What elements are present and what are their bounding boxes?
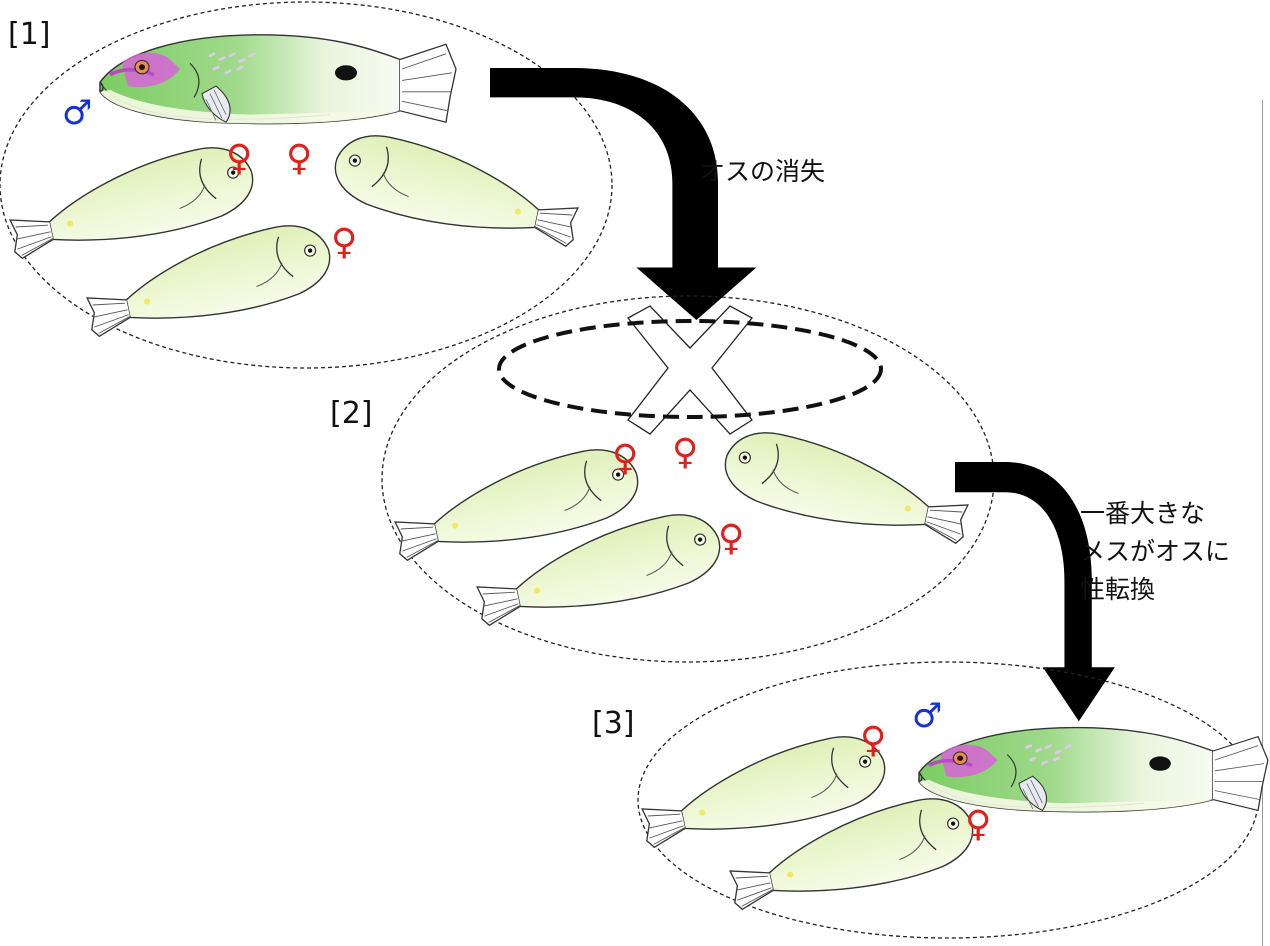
female-symbol: ♀ [718, 518, 744, 559]
missing-male-mark [497, 305, 883, 435]
female-symbol: ♀ [612, 438, 638, 479]
female-fish [327, 126, 587, 253]
male-symbol: ♂ [62, 93, 92, 133]
cross-icon [627, 305, 753, 435]
caption-sex-change: 一番大きな メスがオスに 性転換 [1080, 499, 1230, 604]
female-symbol: ♀ [226, 138, 252, 179]
caption-male-disappears: オスの消失 [700, 157, 825, 186]
stage-3-label: [3] [592, 706, 635, 741]
caption-line: 一番大きな [1080, 499, 1205, 528]
female-symbol: ♀ [286, 138, 312, 179]
caption-line: メスがオスに [1080, 537, 1230, 566]
stage-1-label: [1] [8, 17, 51, 52]
female-fish [717, 423, 977, 550]
transition-arrow-1 [490, 68, 757, 320]
stage-2-label: [2] [330, 396, 373, 431]
stage-2-group: [2] ♀ ♀ ♀ [330, 295, 995, 663]
page-edge-line [1262, 100, 1263, 946]
caption-line: 性転換 [1080, 575, 1155, 604]
stage-1-group: [1] ♂ ♀ ♀ ♀ [0, 1, 613, 369]
stage-1-boundary [0, 1, 613, 369]
stage-3-group: [3] ♂ ♀ ♀ [592, 661, 1270, 939]
female-symbol: ♀ [965, 804, 991, 845]
male-symbol: ♂ [912, 696, 942, 736]
male-fish [98, 32, 458, 126]
missing-male-outline [497, 319, 883, 419]
female-symbol: ♀ [672, 432, 698, 473]
male-fish [917, 725, 1270, 814]
female-symbol: ♀ [331, 222, 357, 263]
female-symbol: ♀ [860, 720, 886, 761]
